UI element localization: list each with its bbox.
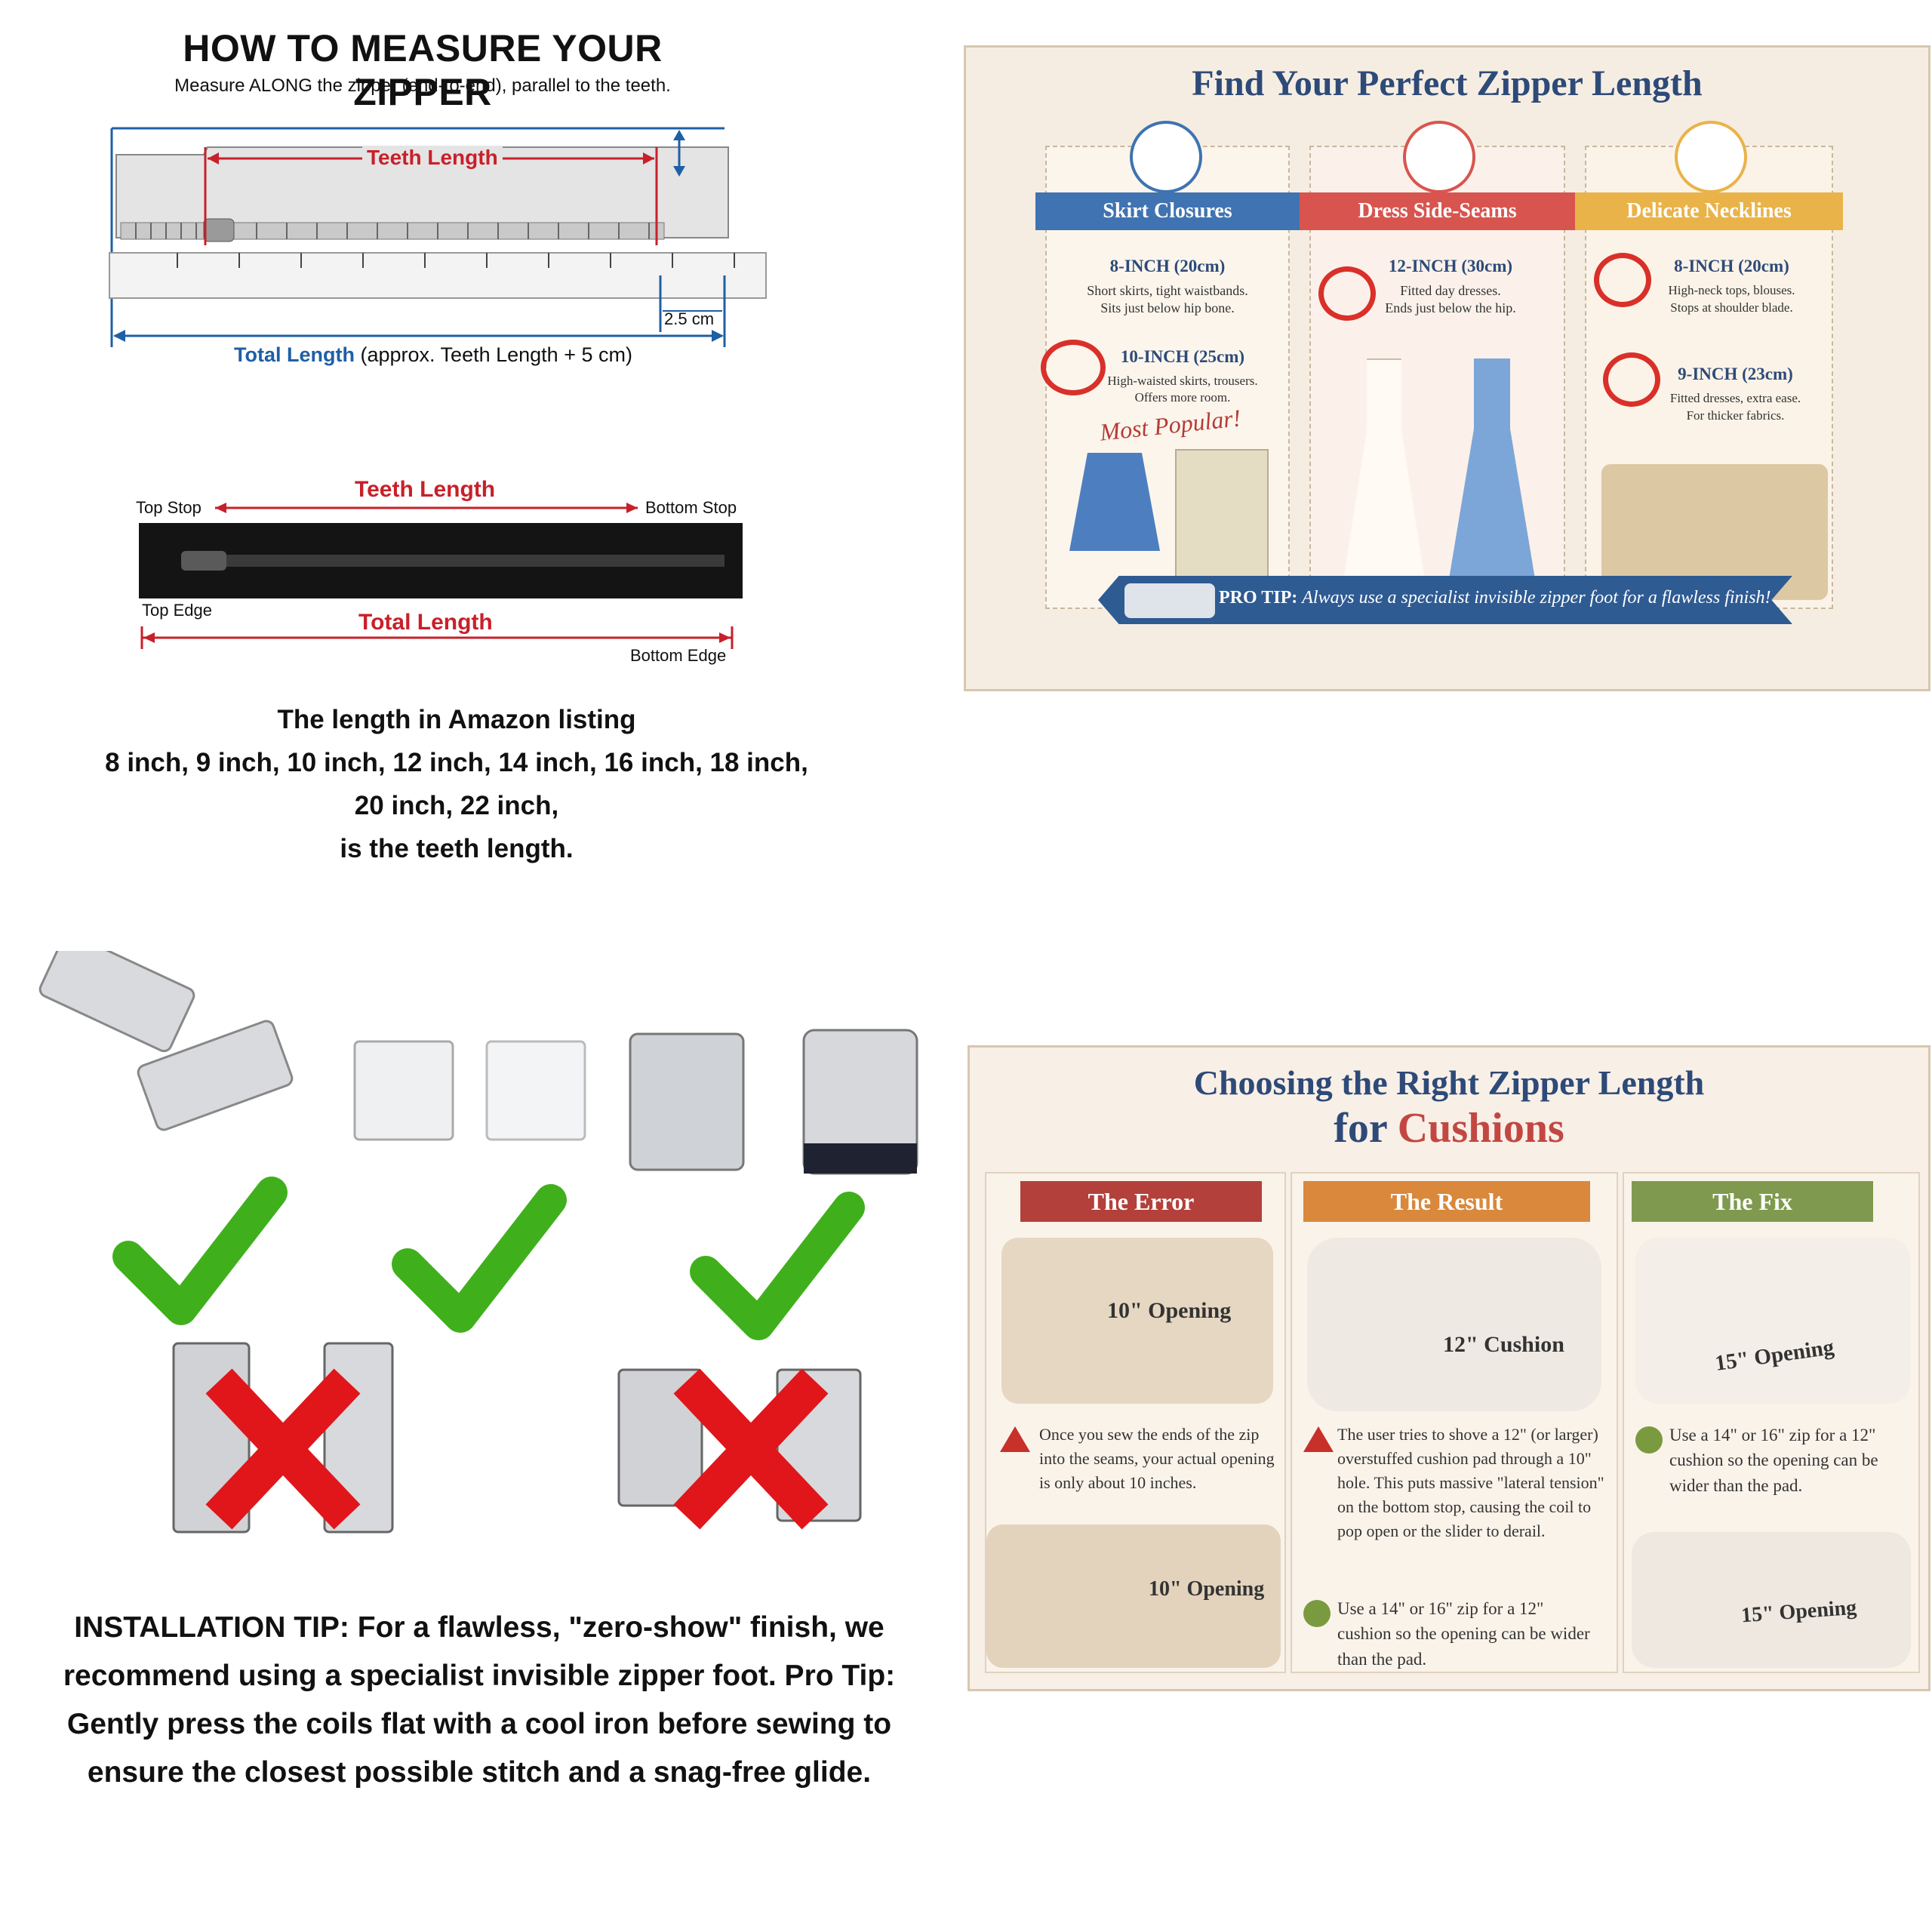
check-circle-icon [1303,1600,1331,1627]
black-zipper-diagram [139,503,743,649]
error-column: The Error 10" Opening Once you sew the e… [985,1172,1286,1673]
fix-cushion-image [1635,1238,1911,1404]
invisible-foot-clear [353,1040,586,1141]
skirt-desc-1b: Sits just below hip bone. [1100,300,1235,315]
dress-icon [1403,121,1475,193]
error-cushion-image [1001,1238,1273,1404]
skirt-icon [1130,121,1202,193]
total-length-label: Total Length [234,343,355,366]
invisible-foot-metal-1 [38,951,294,1131]
result-cushion-image [1307,1238,1601,1411]
error-heading: The Error [1020,1181,1262,1222]
measure-title: HOW TO MEASURE YOUR ZIPPER [183,27,663,113]
cushion-title-accent: Cushions [1397,1105,1564,1152]
presser-feet-comparison [38,951,918,1534]
skirt-size-1: 8-INCH (20cm) [1109,257,1226,275]
error-label-top: 10" Opening [1107,1298,1232,1323]
dress-heading: Dress Side-Seams [1300,192,1575,230]
check-icon-2 [392,1184,567,1333]
measure-subtitle: Measure ALONG the zipper (end-to-end), p… [174,75,671,96]
x-icon-1 [205,1368,361,1530]
listing-sizes: 8 inch, 9 inch, 10 inch, 12 inch, 14 inc… [105,748,808,777]
perfect-length-panel: Find Your Perfect Zipper Length Skirt Cl… [964,45,1930,691]
fix-heading: The Fix [1632,1181,1873,1222]
white-dress-illustration [1341,358,1427,595]
fix-column: The Fix 15" Opening Use a 14" or 16" zip… [1623,1172,1920,1673]
fix-cushion-image-2 [1632,1532,1911,1668]
pro-tip-text-wrap: PRO TIP: Always use a specialist invisib… [1219,588,1771,608]
neckline-size-1: 8-INCH (20cm) [1674,257,1789,275]
cushion-title-for: for [1334,1105,1387,1152]
skirt-desc-2a: High-waisted skirts, trousers. [1107,374,1258,388]
neckline-heading: Delicate Necklines [1575,192,1843,230]
listing-heading: The length in Amazon listing [277,705,636,734]
error-cushion-image-2 [986,1524,1281,1668]
pro-tip-text: Always use a specialist invisible zipper… [1302,588,1771,608]
teeth-length-label: Teeth Length [362,146,503,170]
skirt-desc-2b: Offers more room. [1134,390,1231,405]
dress-size-1: 12-INCH (30cm) [1388,257,1513,275]
offset-label: 2.5 cm [664,309,715,328]
neckline-column: Delicate Necklines 8-INCH (20cm) High-ne… [1575,121,1843,609]
bottom-edge-label: Bottom Edge [630,646,727,665]
neckline-desc-2a: Fitted dresses, extra ease. [1669,391,1801,405]
cushion-title-line2: for Cushions [970,1104,1928,1152]
listing-footnote: is the teeth length. [340,834,574,863]
check-icon-1 [112,1177,288,1325]
blue-dress-illustration [1447,358,1537,592]
total-length-note: (approx. Teeth Length + 5 cm) [360,343,632,366]
dress-desc-1b: Ends just below the hip. [1385,300,1516,315]
most-popular-badge: Most Popular! [1098,404,1242,446]
zipper-foot-icon [1124,583,1215,618]
skirt-size-2: 10-INCH (25cm) [1120,347,1245,366]
cushion-title-line1: Choosing the Right Zipper Length [1193,1063,1705,1102]
dress-circle [1318,266,1376,321]
zipper-measure-diagram [109,127,767,347]
blouse-icon [1675,121,1747,193]
error-text: Once you sew the ends of the zip into th… [1039,1425,1275,1492]
pro-tip-label: PRO TIP: [1219,588,1298,608]
invisible-foot-metal-2 [629,1029,918,1175]
result-fix-text: Use a 14" or 16" zip for a 12" cushion s… [1337,1599,1590,1669]
top-stop-label: Top Stop [136,498,202,517]
warning-icon [1000,1426,1030,1452]
result-label-top: 12" Cushion [1443,1332,1564,1357]
error-label-bottom: 10" Opening [1149,1577,1265,1601]
installation-tip: INSTALLATION TIP: For a flawless, "zero-… [63,1611,896,1789]
result-heading: The Result [1303,1181,1590,1222]
neckline-desc-2b: For thicker fabrics. [1686,408,1785,423]
listing-note: The length in Amazon listing 8 inch, 9 i… [45,698,868,870]
neckline-circle-2 [1603,352,1660,407]
skirt-heading: Skirt Closures [1035,192,1300,230]
result-column: The Result 12" Cushion The user tries to… [1291,1172,1618,1673]
skirt-column: Skirt Closures 8-INCH (20cm) Short skirt… [1035,121,1300,609]
perfect-length-title: Find Your Perfect Zipper Length [1192,63,1703,103]
neckline-size-2: 9-INCH (23cm) [1678,365,1793,383]
teeth-length-label-2: Teeth Length [355,477,496,502]
bottom-stop-label: Bottom Stop [645,498,737,517]
total-length-label-2: Total Length [358,610,493,635]
fix-text: Use a 14" or 16" zip for a 12" cushion s… [1669,1426,1878,1495]
skirt-desc-1a: Short skirts, tight waistbands. [1087,283,1248,298]
x-icon-2 [673,1368,829,1530]
neckline-circle-1 [1594,253,1651,307]
result-text: The user tries to shove a 12" (or larger… [1337,1425,1604,1540]
cushion-panel: Choosing the Right Zipper Length for Cus… [968,1045,1930,1691]
check-circle-icon-2 [1635,1426,1663,1454]
listing-sizes-cont: 20 inch, 22 inch, [354,791,559,820]
check-icon-3 [690,1192,865,1340]
warning-icon-2 [1303,1426,1334,1452]
top-edge-label: Top Edge [142,601,212,620]
skirt-illustration [1069,453,1160,551]
neckline-desc-1b: Stops at shoulder blade. [1670,300,1793,315]
total-length-caption: Total Length (approx. Teeth Length + 5 c… [234,343,632,367]
skirt-circle [1041,340,1106,395]
dress-column: Dress Side-Seams 12-INCH (30cm) Fitted d… [1300,121,1575,609]
neckline-desc-1a: High-neck tops, blouses. [1668,283,1795,297]
dress-desc-1a: Fitted day dresses. [1400,283,1501,298]
